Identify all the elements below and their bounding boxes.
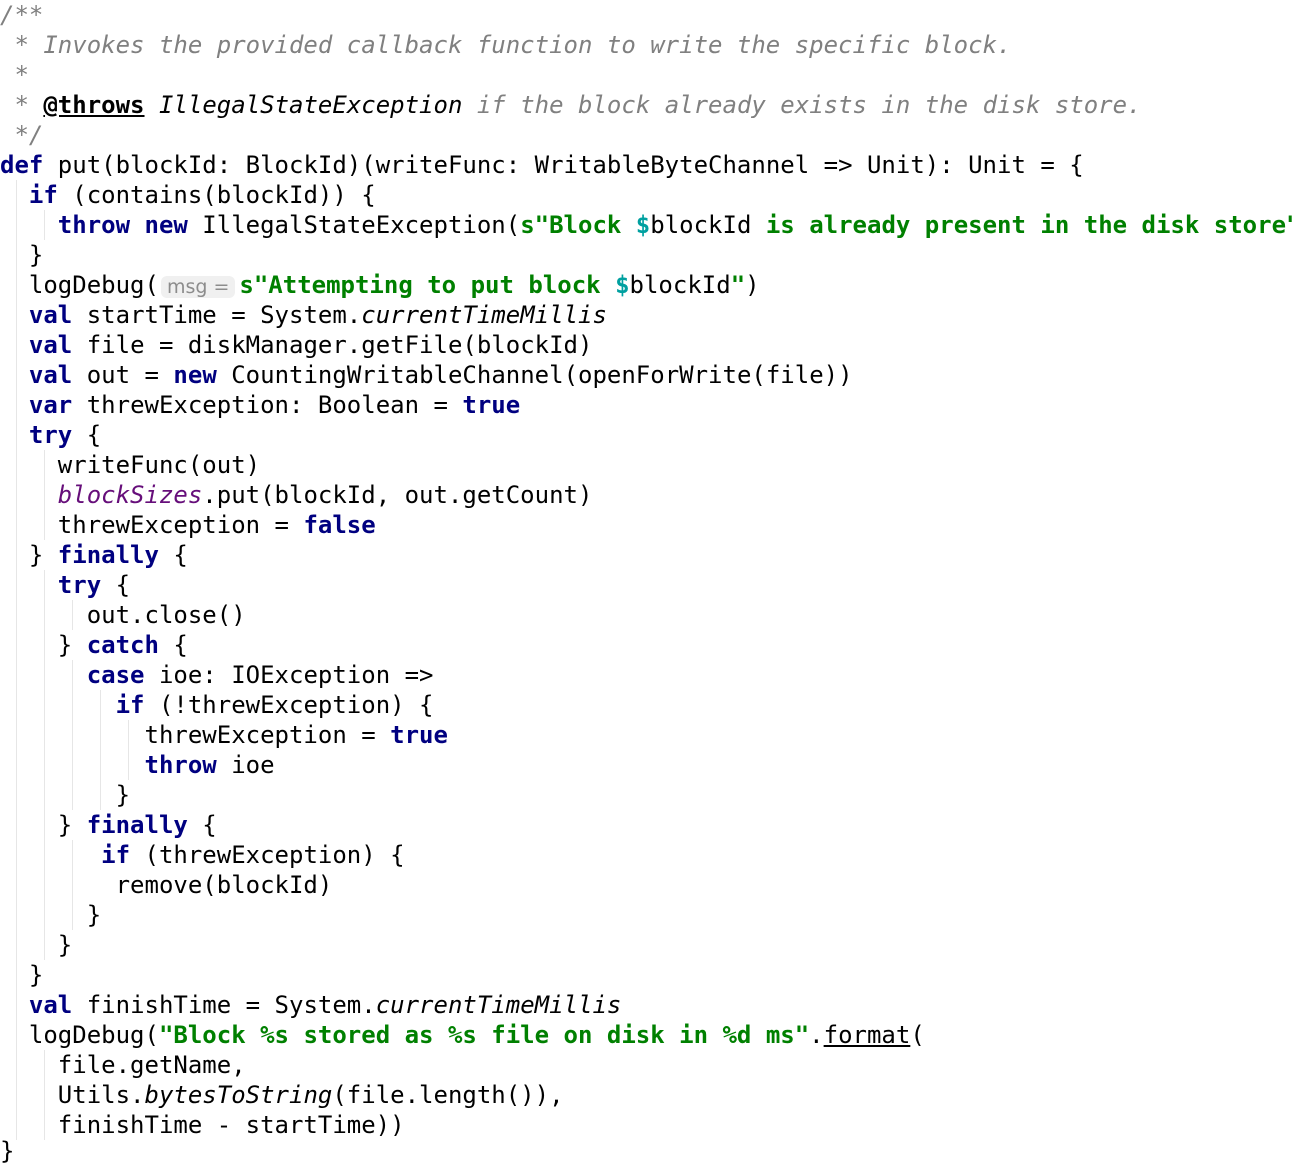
- code-line: }: [0, 961, 44, 989]
- throws-tag: @throws: [43, 91, 145, 119]
- code-line: file.getName,: [0, 1051, 246, 1079]
- code-line: logDebug(msg =s"Attempting to put block …: [0, 271, 760, 299]
- code-line: } catch {: [0, 631, 188, 659]
- doc-comment-throws-line: * @throws IllegalStateException if the b…: [0, 91, 1142, 119]
- indent-guide: [44, 210, 45, 240]
- code-line: remove(blockId): [0, 871, 333, 899]
- keyword: val: [28, 361, 73, 389]
- code-line: val finishTime = System.currentTimeMilli…: [28, 991, 622, 1019]
- keyword: val: [28, 301, 73, 329]
- code-line: threwException = false: [0, 511, 376, 539]
- string-literal: is already present in the disk store": [751, 211, 1292, 239]
- code-line: Utils.bytesToString(file.length()),: [0, 1081, 564, 1109]
- keyword: def: [0, 151, 44, 179]
- keyword: var: [28, 391, 73, 419]
- static-method: currentTimeMillis: [361, 301, 607, 329]
- code-line: logDebug("Block %s stored as %s file on …: [0, 1021, 925, 1049]
- keyword: finally: [86, 811, 188, 839]
- code-line: val file = diskManager.getFile(blockId): [28, 331, 593, 359]
- indent-guide: [44, 570, 45, 960]
- string-literal: s"Block: [520, 211, 636, 239]
- code-line: } finally {: [0, 541, 188, 569]
- code-line: finishTime - startTime)): [0, 1111, 405, 1139]
- keyword: if: [28, 181, 58, 209]
- static-method: bytesToString: [144, 1081, 333, 1109]
- code-line: if (threwException) {: [101, 841, 405, 869]
- indent-guide: [72, 840, 73, 930]
- indent-guide: [16, 180, 17, 1140]
- indent-guide: [72, 600, 73, 630]
- keyword: new: [173, 361, 217, 389]
- code-line: }: [0, 931, 73, 959]
- indent-guide: [72, 660, 73, 810]
- interpolation-dollar: $: [615, 271, 630, 299]
- interpolation-dollar: $: [635, 211, 651, 239]
- keyword: if: [115, 691, 145, 719]
- code-line: }: [0, 1137, 15, 1165]
- doc-comment-line: * Invokes the provided callback function…: [0, 31, 1012, 59]
- string-literal: s"Attempting to put block: [239, 271, 616, 299]
- keyword: try: [57, 571, 102, 599]
- keyword: throw: [57, 211, 131, 239]
- code-line: if (!threwException) {: [115, 691, 434, 719]
- keyword: val: [28, 991, 73, 1019]
- keyword: finally: [57, 541, 159, 569]
- indent-guide: [128, 720, 129, 780]
- keyword: val: [28, 331, 73, 359]
- string-literal: ": [730, 271, 746, 299]
- keyword: throw: [144, 751, 217, 779]
- keyword: case: [86, 661, 145, 689]
- code-line: blockSizes.put(blockId, out.getCount): [57, 481, 593, 509]
- code-line: if (contains(blockId)) {: [28, 181, 376, 209]
- exception-type: IllegalStateException: [158, 91, 463, 119]
- code-line: throw ioe: [144, 751, 275, 779]
- code-line: }: [0, 901, 102, 929]
- code-line: threwException = true: [0, 721, 448, 749]
- code-line: try {: [57, 571, 131, 599]
- string-literal: "Block %s stored as %s file on disk in %…: [158, 1021, 810, 1049]
- code-line: def put(blockId: BlockId)(writeFunc: Wri…: [0, 151, 1084, 179]
- parameter-hint: msg =: [160, 276, 236, 298]
- doc-comment-line: *: [0, 61, 29, 89]
- code-line: out.close(): [0, 601, 246, 629]
- code-line: val out = new CountingWritableChannel(op…: [28, 361, 853, 389]
- code-line: }: [0, 781, 131, 809]
- keyword: try: [28, 421, 73, 449]
- keyword: new: [144, 211, 188, 239]
- code-line: } finally {: [0, 811, 217, 839]
- indent-guide: [44, 1050, 45, 1140]
- doc-comment-open: /**: [0, 1, 44, 29]
- indent-guide: [100, 690, 101, 810]
- keyword: true: [462, 391, 521, 419]
- code-line: }: [0, 241, 44, 269]
- code-line: throw new IllegalStateException(s"Block …: [0, 210, 1292, 240]
- doc-comment-close: */: [0, 121, 44, 149]
- field-reference: blockSizes: [57, 481, 203, 509]
- code-line: writeFunc(out): [0, 451, 261, 479]
- code-line: case ioe: IOException =>: [86, 661, 434, 689]
- keyword: if: [101, 841, 131, 869]
- keyword: false: [303, 511, 376, 539]
- code-line: var threwException: Boolean = true: [28, 391, 521, 419]
- indent-guide: [44, 450, 45, 540]
- code-line: try {: [28, 421, 102, 449]
- code-line: val startTime = System.currentTimeMillis: [28, 301, 607, 329]
- keyword: true: [390, 721, 448, 749]
- static-method: currentTimeMillis: [375, 991, 622, 1019]
- keyword: catch: [86, 631, 159, 659]
- format-method: format: [823, 1021, 911, 1049]
